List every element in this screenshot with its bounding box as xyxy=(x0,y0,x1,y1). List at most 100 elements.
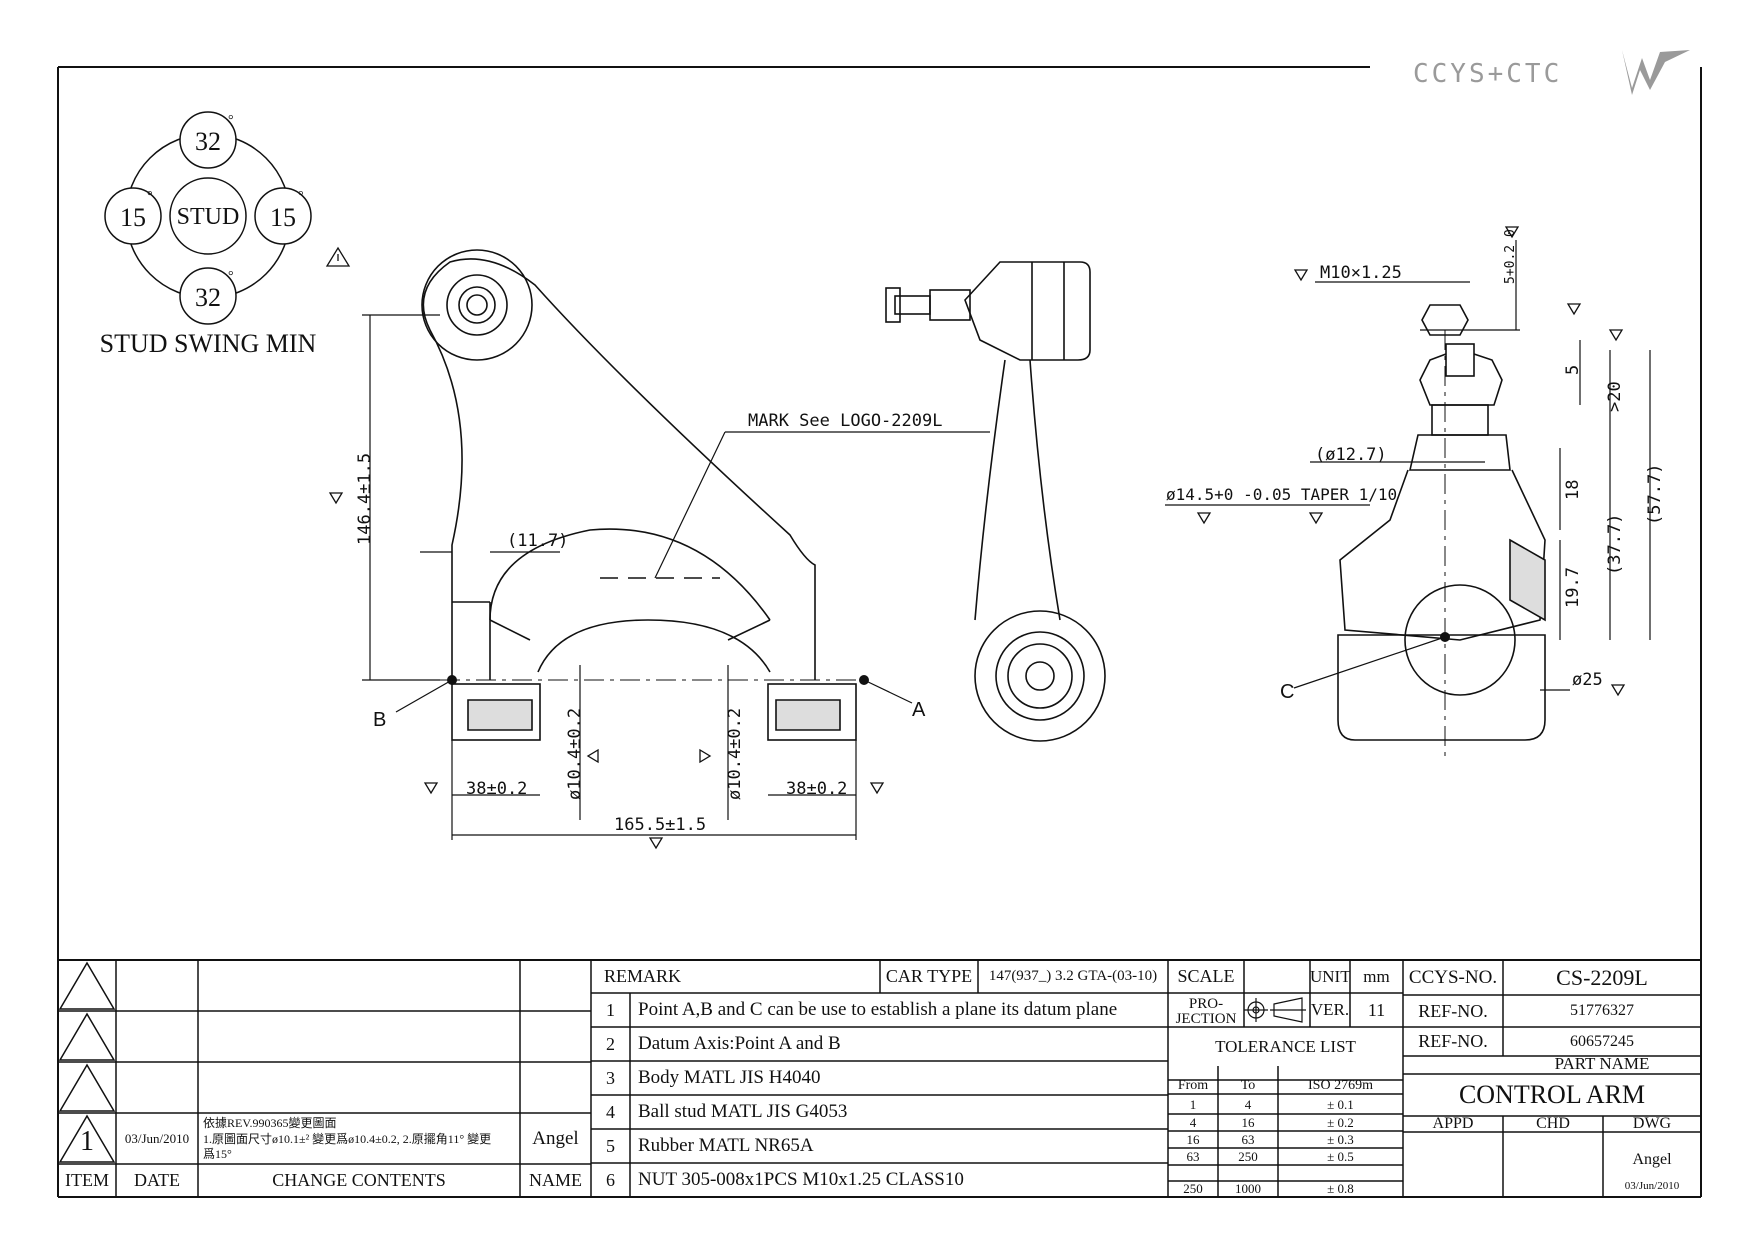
swing-left-degree: ° xyxy=(147,189,153,204)
right-bore-dim-label: ø10.4±0.2 xyxy=(725,708,745,800)
ref-no-1-value: 51776327 xyxy=(1570,1002,1634,1019)
swing-right-circle xyxy=(254,187,312,245)
left-bore-dim-label: ø10.4±0.2 xyxy=(565,708,585,800)
header-item: ITEM xyxy=(65,1170,109,1190)
projection-label-1: PRO- xyxy=(1188,996,1224,1012)
tol-5-from: 250 xyxy=(1183,1181,1203,1196)
remark-text-3: Body MATL JIS H4040 xyxy=(638,1067,821,1088)
tol-header-from: From xyxy=(1177,1078,1209,1093)
tol-3-to: 63 xyxy=(1241,1132,1255,1147)
remark-no-1: 1 xyxy=(606,1000,615,1020)
title-block-grid xyxy=(58,960,1701,1197)
mark-label: MARK See LOGO-2209L xyxy=(748,411,942,431)
part-name-label: PART NAME xyxy=(1554,1054,1650,1073)
rev-1-contents-line3: 爲15° xyxy=(203,1147,232,1161)
right-bush-dim-label: 38±0.2 xyxy=(786,779,847,799)
chd-label: CHD xyxy=(1536,1116,1570,1132)
logo-mark-icon xyxy=(1622,50,1690,95)
tol-4-from: 63 xyxy=(1186,1149,1200,1164)
tol-1-to: 4 xyxy=(1244,1097,1252,1112)
unit-label: UNIT xyxy=(1310,967,1350,986)
rev-1-contents-line2: 1.原圖面尺寸ø10.1±² 變更爲ø10.4±0.2, 2.原擺角11° 變更 xyxy=(203,1132,492,1146)
tolerance-title: TOLERANCE LIST xyxy=(1215,1037,1356,1056)
swing-left-circle xyxy=(104,187,162,245)
tol-2-value: ± 0.2 xyxy=(1327,1115,1354,1130)
swing-bottom-circle xyxy=(179,267,237,325)
swing-bottom-value: 32 xyxy=(195,283,221,312)
stud-swing-diagram xyxy=(104,111,312,325)
side-view xyxy=(885,261,1106,742)
left-bush-dim-label: 38±0.2 xyxy=(466,779,527,799)
swing-left-value: 15 xyxy=(120,203,146,232)
ver-value: 11 xyxy=(1367,1000,1386,1020)
remark-no-2: 2 xyxy=(606,1034,615,1054)
datum-triangle-icon xyxy=(325,246,351,267)
thread-label: M10×1.25 xyxy=(1320,263,1402,283)
car-type-label: CAR TYPE xyxy=(885,966,973,986)
overall-dim-label: 165.5±1.5 xyxy=(614,815,706,835)
remark-text-6: NUT 305-008x1PCS M10x1.25 CLASS10 xyxy=(638,1169,964,1190)
rev-1-contents-line1: 依據REV.990365變更圖面 xyxy=(203,1116,337,1130)
nut-tol-label: 5+0.2 0 xyxy=(1503,229,1518,284)
tol-4-value: ± 0.5 xyxy=(1327,1149,1354,1164)
tol-2-to: 16 xyxy=(1241,1115,1255,1130)
tol-5-value: ± 0.8 xyxy=(1327,1181,1354,1196)
projection-symbol-icon xyxy=(1244,997,1306,1023)
tol-5-to: 1000 xyxy=(1235,1181,1261,1196)
unit-value: mm xyxy=(1363,967,1390,986)
height-dim-label: 146.4±1.5 xyxy=(355,453,375,545)
swing-title: STUD SWING MIN xyxy=(100,329,317,358)
logo-text: CCYS+CTC xyxy=(1413,59,1562,89)
swing-right-value: 15 xyxy=(270,203,296,232)
part-name-value: CONTROL ARM xyxy=(1458,1080,1646,1109)
point-c-marker xyxy=(1293,632,1450,689)
dim-377-label: (37.7) xyxy=(1605,514,1625,575)
remark-no-6: 6 xyxy=(606,1170,615,1190)
header-name: NAME xyxy=(529,1170,582,1190)
remark-no-5: 5 xyxy=(606,1136,615,1156)
swing-top-degree: ° xyxy=(228,113,234,128)
remark-text-1: Point A,B and C can be use to establish … xyxy=(638,999,1118,1020)
appd-label: APPD xyxy=(1432,1116,1474,1132)
point-c-label: C xyxy=(1280,681,1294,703)
remark-no-3: 3 xyxy=(606,1068,615,1088)
front-leaders xyxy=(362,314,990,840)
tol-header-iso: ISO 2769m xyxy=(1308,1078,1373,1093)
dim-18-label: 18 xyxy=(1563,480,1583,500)
dia-127-label: (ø12.7) xyxy=(1315,445,1387,465)
ref-no-2-value: 60657245 xyxy=(1570,1033,1634,1050)
front-view xyxy=(421,249,870,741)
dwg-name: Angel xyxy=(1632,1151,1672,1168)
swing-top-value: 32 xyxy=(195,127,221,156)
dim-20-label: >20 xyxy=(1605,381,1625,412)
tol-1-from: 1 xyxy=(1189,1097,1197,1112)
remark-title: REMARK xyxy=(604,966,682,986)
ref-no-2-label: REF-NO. xyxy=(1418,1031,1488,1051)
dwg-date: 03/Jun/2010 xyxy=(1624,1180,1680,1192)
rev-1-date: 03/Jun/2010 xyxy=(124,1131,190,1146)
tol-4-to: 250 xyxy=(1238,1149,1258,1164)
dia-25-label: ø25 xyxy=(1572,670,1603,690)
car-type-value: 147(937_) 3.2 GTA-(03-10) xyxy=(988,968,1158,984)
projection-label-2: JECTION xyxy=(1175,1011,1237,1027)
ref-no-1-label: REF-NO. xyxy=(1418,1001,1488,1021)
swing-center-circle xyxy=(169,177,247,255)
remark-text-5: Rubber MATL NR65A xyxy=(638,1135,814,1156)
swing-top-circle xyxy=(179,111,237,169)
tol-3-from: 16 xyxy=(1186,1132,1200,1147)
tol-3-value: ± 0.3 xyxy=(1327,1132,1354,1147)
dim-197-label: 19.7 xyxy=(1563,567,1583,608)
title-block: 1 03/Jun/2010 依據REV.990365變更圖面 1.原圖面尺寸ø1… xyxy=(58,960,1701,1197)
remark-text-2: Datum Axis:Point A and B xyxy=(638,1033,841,1054)
dim-5-label: 5 xyxy=(1563,365,1583,375)
section-leaders xyxy=(1165,240,1651,691)
inspection-triangle-icons xyxy=(328,226,1626,850)
dwg-label: DWG xyxy=(1632,1116,1672,1132)
tol-1-value: ± 0.1 xyxy=(1327,1097,1354,1112)
remark-no-4: 4 xyxy=(606,1102,615,1122)
section-view xyxy=(1337,304,1546,760)
tol-header-to: To xyxy=(1240,1078,1256,1093)
remark-text-4: Ball stud MATL JIS G4053 xyxy=(638,1101,848,1122)
taper-label: ø14.5+0 -0.05 TAPER 1/10 xyxy=(1166,485,1397,504)
